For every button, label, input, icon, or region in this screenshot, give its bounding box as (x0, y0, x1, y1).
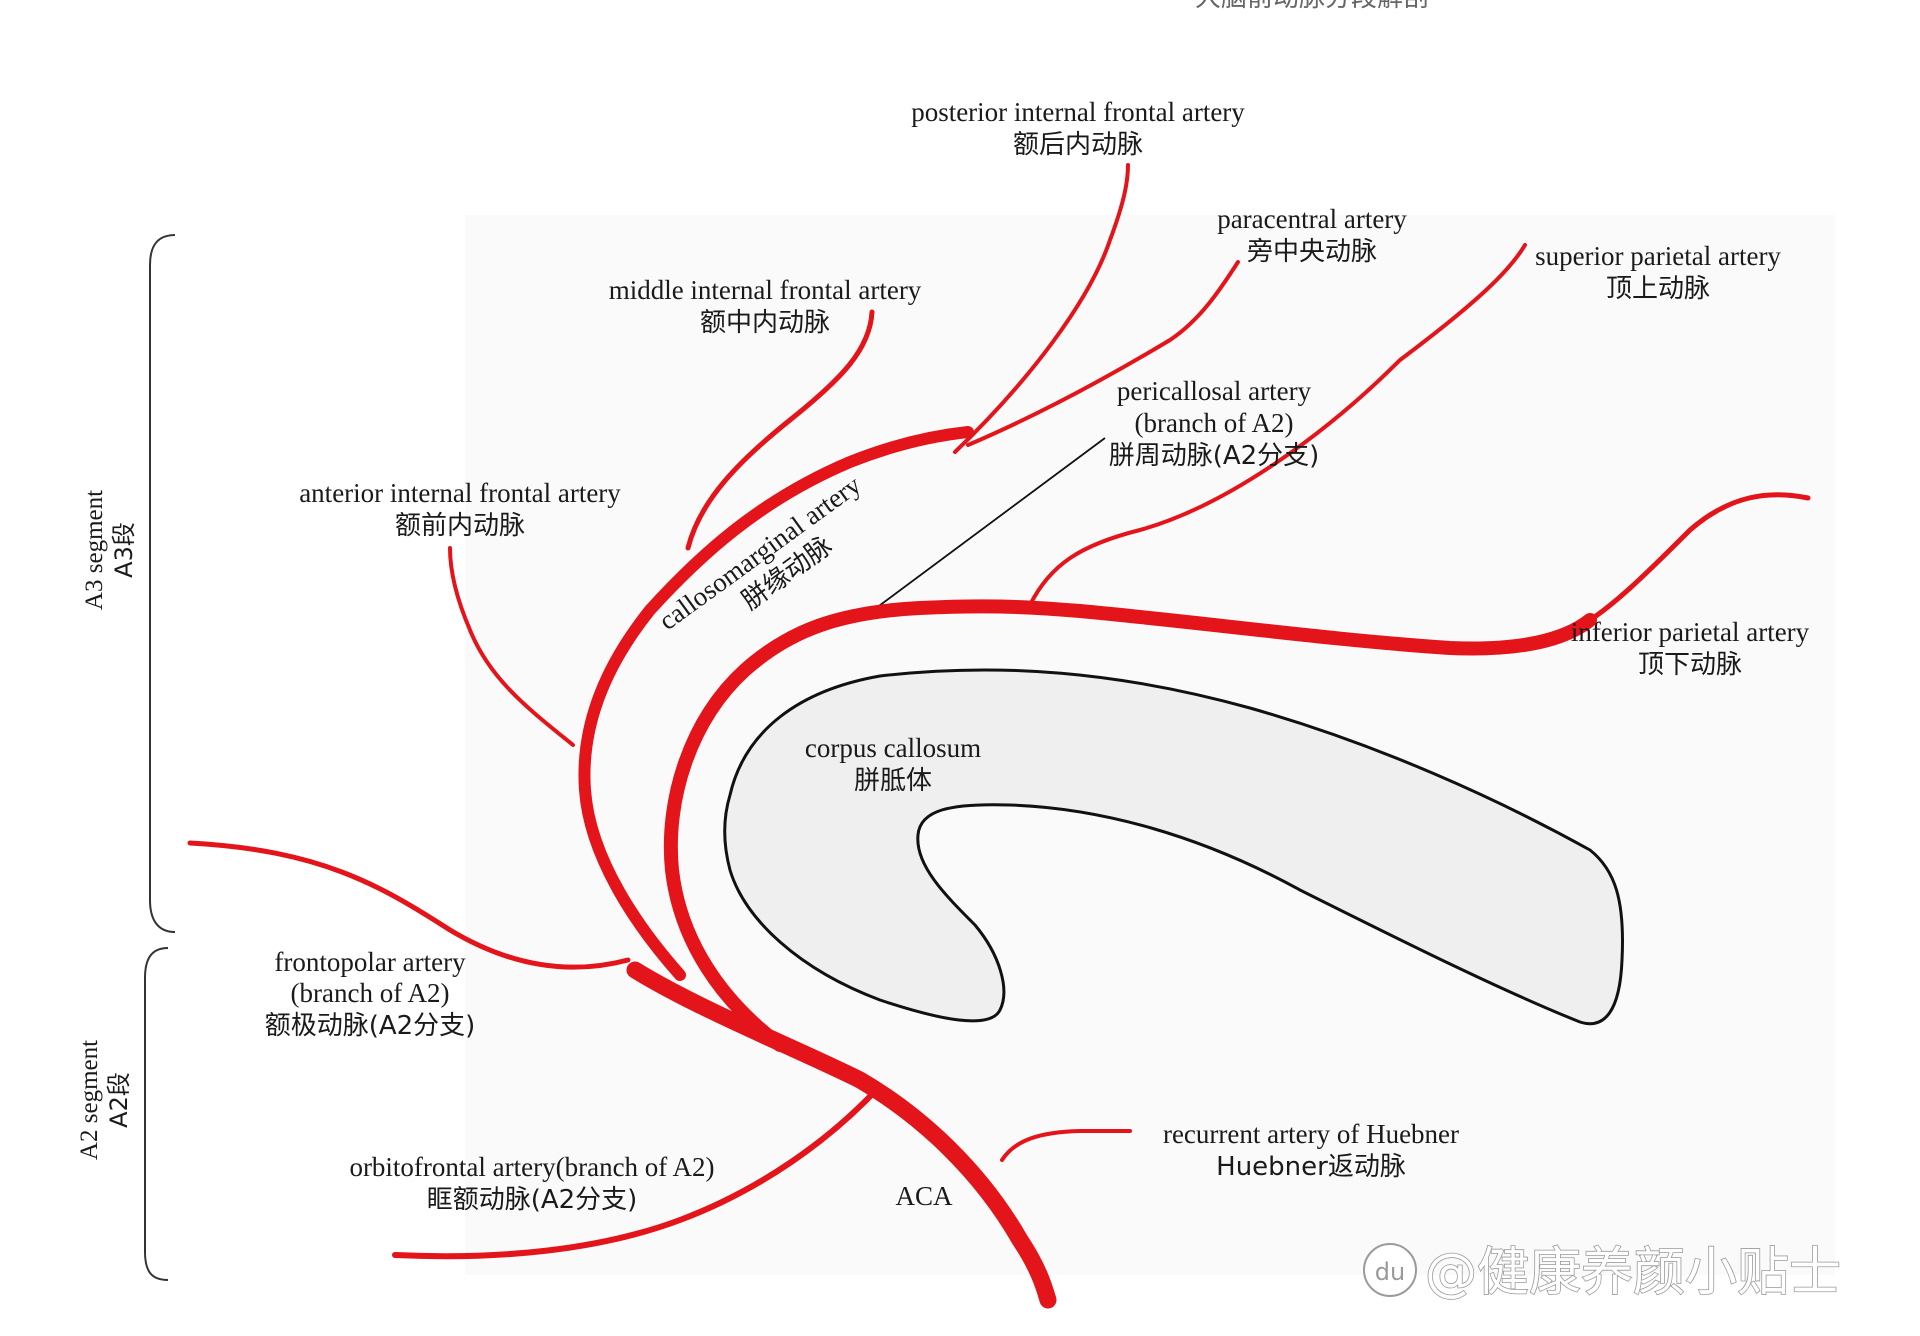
orbitofrontal-artery (392, 1083, 883, 1260)
a2-segment-label: A2 segment (76, 1040, 103, 1160)
paracentral-label-zh: 旁中央动脉 (1247, 237, 1377, 267)
frontopolar-label-sub: (branch of A2) (291, 978, 450, 1008)
watermark-logo-text: du (1375, 1258, 1405, 1286)
paracentral-artery (966, 260, 1240, 447)
superior-parietal-artery (1028, 243, 1527, 607)
header-fragment: 大脑前动脉分段解剖 (1195, 0, 1429, 13)
frontopolar-label: frontopolar artery (274, 947, 466, 977)
orbitofrontal-label-zh: 眶额动脉(A2分支) (427, 1185, 638, 1215)
pericallosal-pointer-line (859, 437, 1106, 621)
corpus-callosum-label: corpus callosum (805, 733, 981, 763)
anterior-internal-frontal-label-zh: 额前内动脉 (395, 511, 525, 541)
pericallosal-artery (663, 599, 1597, 1052)
superior-parietal-label-zh: 顶上动脉 (1606, 274, 1710, 304)
a3-segment-label-zh: A3段 (110, 522, 138, 578)
a2-segment-label-zh: A2段 (105, 1072, 133, 1128)
recurrent-huebner-label-zh: Huebner返动脉 (1216, 1152, 1406, 1182)
middle-internal-frontal-label-zh: 额中内动脉 (700, 308, 830, 338)
orbitofrontal-label: orbitofrontal artery(branch of A2) (349, 1152, 714, 1182)
pericallosal-label: pericallosal artery (1117, 376, 1312, 406)
recurrent-huebner-label: recurrent artery of Huebner (1163, 1119, 1459, 1149)
inferior-parietal-label: inferior parietal artery (1571, 617, 1810, 647)
aca-main-trunk (626, 961, 1057, 1309)
anterior-internal-frontal-label: anterior internal frontal artery (299, 478, 621, 508)
posterior-internal-frontal-label-zh: 额后内动脉 (1013, 130, 1143, 160)
middle-internal-frontal-label: middle internal frontal artery (609, 275, 922, 305)
watermark-logo-icon (1363, 1243, 1417, 1297)
corpus-callosum-shape (723, 668, 1624, 1026)
recurrent-artery-of-huebner (1000, 1129, 1132, 1162)
watermark-text: @健康养颜小贴士 (1425, 1243, 1841, 1303)
a2-segment-bracket (144, 947, 169, 1281)
corpus-callosum-label-zh: 胼胝体 (854, 766, 932, 796)
frontopolar-artery (187, 840, 631, 970)
inferior-parietal-label-zh: 顶下动脉 (1638, 650, 1742, 680)
paracentral-label: paracentral artery (1217, 204, 1407, 234)
a3-segment-label: A3 segment (81, 490, 108, 610)
callosomarginal-artery (578, 426, 974, 981)
inferior-parietal-artery (1577, 492, 1811, 629)
frontopolar-label-zh: 额极动脉(A2分支) (265, 1011, 476, 1041)
pericallosal-label-sub: (branch of A2) (1135, 408, 1294, 438)
middle-internal-frontal-artery (685, 309, 875, 551)
a3-segment-bracket (149, 234, 176, 933)
anterior-internal-frontal-artery (448, 546, 575, 747)
pericallosal-label-zh: 胼周动脉(A2分支) (1109, 441, 1320, 471)
watermark: du @健康养颜小贴士 (1363, 1242, 1842, 1304)
aca-label: ACA (895, 1181, 953, 1211)
posterior-internal-frontal-label: posterior internal frontal artery (911, 97, 1245, 127)
posterior-internal-frontal-artery (953, 163, 1130, 454)
superior-parietal-label: superior parietal artery (1535, 241, 1781, 271)
